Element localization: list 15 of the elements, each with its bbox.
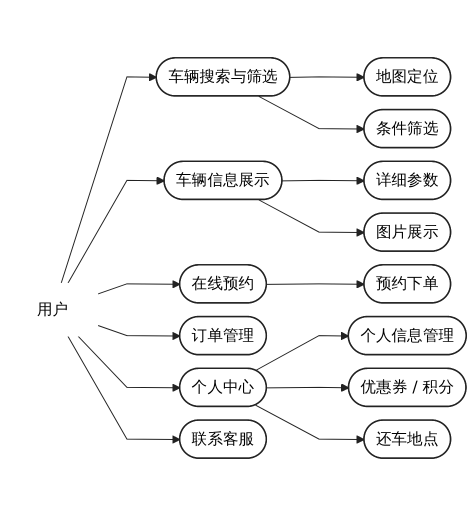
arrow — [258, 198, 365, 236]
arrow — [67, 176, 165, 284]
arrow — [258, 95, 365, 133]
arrow — [255, 404, 365, 444]
arrow — [290, 72, 365, 82]
node-text: 用户 — [37, 299, 68, 318]
arrow — [77, 335, 181, 392]
arrow — [255, 331, 350, 371]
arrow — [97, 280, 181, 294]
arrow — [282, 176, 365, 185]
arrow — [97, 324, 181, 340]
arrow — [266, 382, 350, 392]
arrow — [266, 279, 365, 288]
arrow — [67, 335, 181, 444]
arrow — [60, 72, 158, 284]
